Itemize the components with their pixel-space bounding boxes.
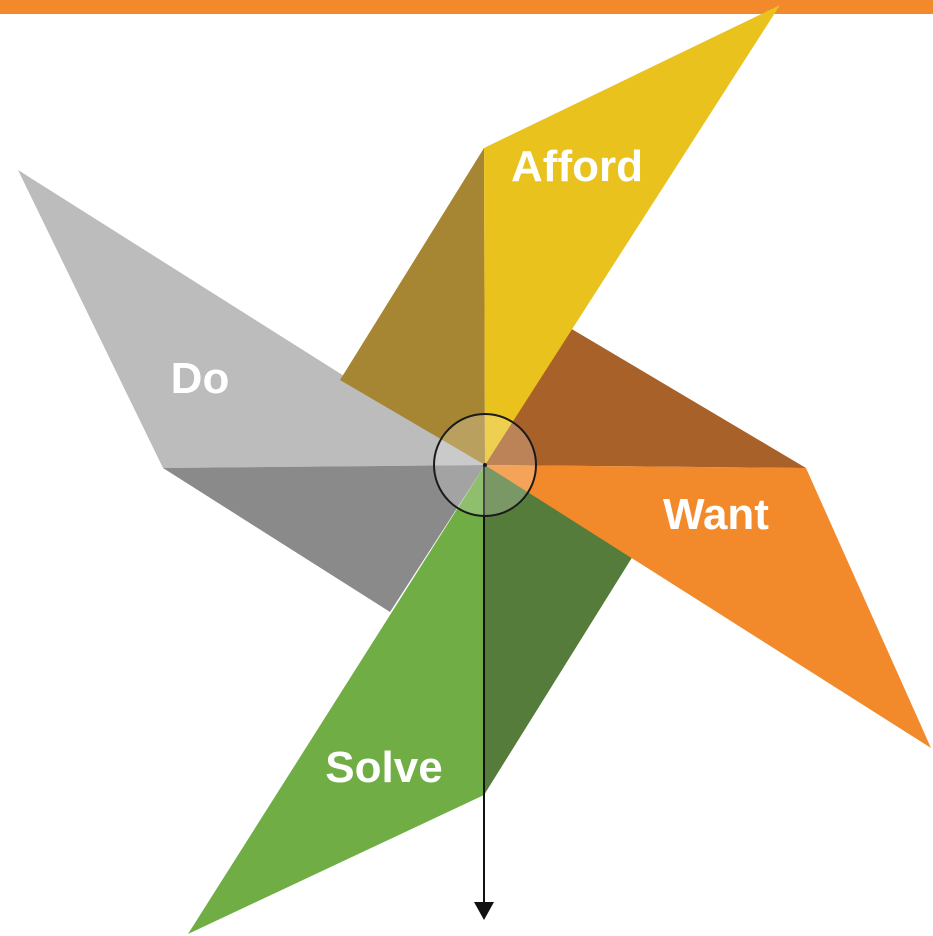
top-accent-bar: [0, 0, 933, 14]
blade-do-dark: [163, 465, 485, 612]
blade-solve: Solve: [188, 465, 633, 934]
axis-arrowhead: [474, 902, 494, 920]
blade-want-light: [485, 465, 931, 748]
axis-arrow: [474, 465, 494, 920]
blade-afford-label: Afford: [511, 142, 643, 191]
hub-pin: [483, 463, 487, 467]
blade-want-label: Want: [663, 490, 769, 539]
blade-want: Want: [485, 328, 931, 748]
blade-solve-light: [188, 465, 485, 934]
blade-afford-light: [484, 5, 780, 465]
blade-solve-dark: [484, 465, 633, 795]
blade-solve-label: Solve: [325, 743, 442, 792]
center-hub: [433, 413, 537, 517]
blade-afford-dark: [340, 148, 485, 465]
blade-do-label: Do: [171, 354, 230, 403]
blade-afford: Afford: [340, 5, 780, 465]
blade-want-dark: [485, 328, 806, 468]
hub-ring: [433, 413, 537, 517]
